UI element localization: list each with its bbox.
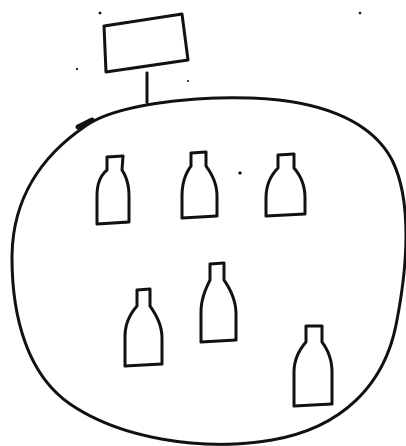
label-box xyxy=(104,14,188,72)
bottle xyxy=(182,152,217,218)
ink-speck xyxy=(99,12,102,15)
ink-layer xyxy=(12,12,406,445)
bottle xyxy=(97,156,129,224)
bottle xyxy=(266,154,305,216)
bottle-group xyxy=(97,152,332,406)
ink-speck xyxy=(76,68,78,70)
ink-speck xyxy=(238,171,241,174)
bottle xyxy=(294,326,332,406)
ink-speck xyxy=(187,80,189,82)
bottle xyxy=(201,263,236,342)
ink-blot xyxy=(78,120,92,127)
bottle xyxy=(125,289,162,366)
ink-speck xyxy=(359,12,362,15)
